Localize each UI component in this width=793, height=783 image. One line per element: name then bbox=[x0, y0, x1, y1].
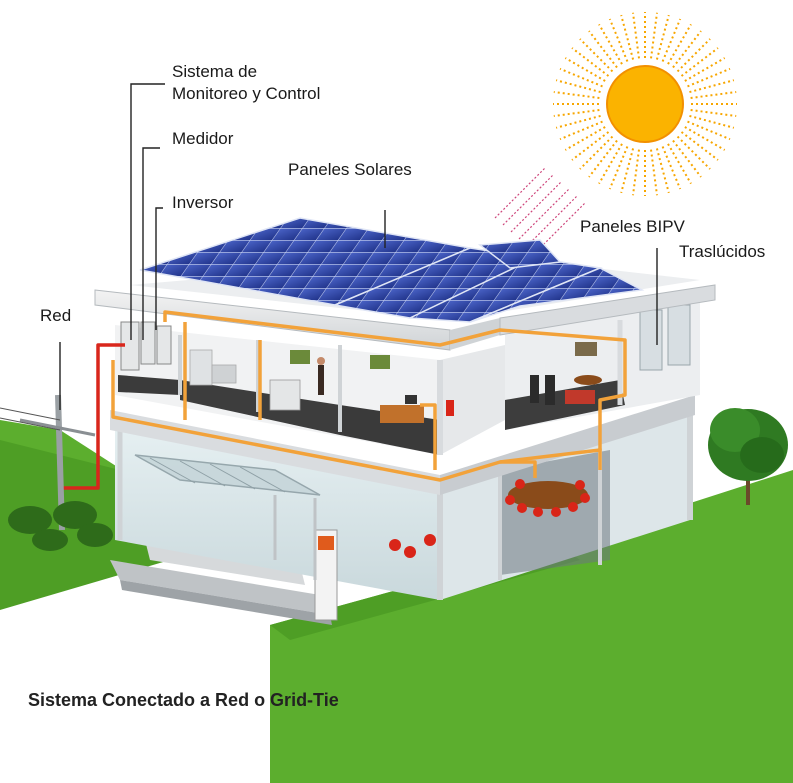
solar-panel-array bbox=[139, 217, 645, 323]
label-inverter: Inversor bbox=[172, 193, 234, 212]
sun-ray bbox=[571, 47, 610, 77]
sun-ray bbox=[650, 12, 658, 59]
sun-ray bbox=[690, 109, 737, 117]
sun-ray bbox=[588, 139, 618, 178]
sun-ray bbox=[588, 30, 618, 69]
entrance-canopy bbox=[134, 454, 321, 580]
upper-floor bbox=[115, 300, 700, 455]
sun-ray bbox=[689, 79, 735, 94]
label-monitoring-system: Sistema de Monitoreo y Control bbox=[172, 61, 320, 105]
caption: Sistema Conectado a Red o Grid-Tie bbox=[28, 690, 339, 710]
label-monitoring-line2: Monitoreo y Control bbox=[172, 84, 321, 103]
sun-ray bbox=[555, 79, 601, 94]
sun-ray bbox=[650, 149, 658, 196]
label-monitoring-line1: Sistema de bbox=[172, 62, 258, 81]
sun-ray bbox=[571, 131, 610, 161]
callout-lines bbox=[59, 83, 658, 410]
sun-ray bbox=[672, 139, 702, 178]
sun-ray bbox=[655, 148, 670, 194]
sun-ray bbox=[620, 148, 635, 194]
sun-ray bbox=[553, 109, 600, 117]
sun-ray bbox=[632, 149, 640, 196]
sun-ray bbox=[689, 114, 735, 129]
tree bbox=[708, 408, 788, 505]
shrubs bbox=[8, 501, 113, 551]
sun-icon bbox=[553, 12, 737, 196]
sun-ray bbox=[620, 14, 635, 60]
sun-ray bbox=[690, 91, 737, 99]
sun-ray bbox=[555, 114, 601, 129]
label-meter: Medidor bbox=[172, 129, 234, 148]
sun-ray bbox=[672, 30, 702, 69]
sun-ray bbox=[680, 47, 719, 77]
sun-ray bbox=[632, 12, 640, 59]
sun-ray bbox=[553, 91, 600, 99]
dc-wiring bbox=[111, 310, 627, 482]
label-bipv-line1: Paneles BIPV bbox=[580, 217, 685, 236]
grid-wiring bbox=[62, 343, 125, 490]
sun-ray bbox=[680, 131, 719, 161]
label-solar-panels: Paneles Solares bbox=[288, 160, 412, 179]
label-grid: Red bbox=[40, 306, 72, 325]
label-bipv-line2: Traslúcidos bbox=[679, 242, 766, 261]
sun-ray bbox=[655, 14, 670, 60]
